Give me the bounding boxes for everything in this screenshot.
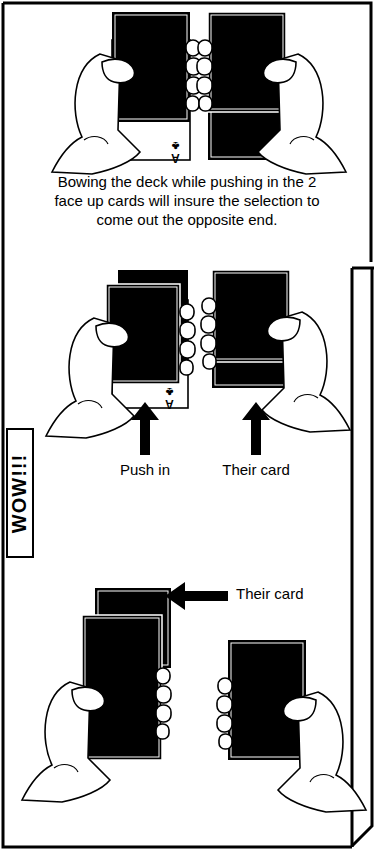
- deck-edge: [215, 273, 287, 359]
- arrow-label: Their card: [206, 460, 306, 479]
- hand: [217, 678, 366, 812]
- deck: [212, 270, 290, 362]
- hand-with-deck: [201, 270, 350, 432]
- box-text: WOW!!!: [9, 453, 32, 532]
- hand-with-deck: [52, 12, 201, 174]
- hand-with-deck: [46, 270, 195, 438]
- hand: [52, 40, 201, 174]
- hand: [22, 668, 171, 802]
- panel-border: [3, 3, 374, 847]
- card-index: A♣: [170, 140, 181, 164]
- deck-edge: [85, 618, 159, 757]
- hand-with-deck: [22, 588, 171, 802]
- arrow-label: Their card: [236, 584, 336, 603]
- note-text: Bowing the deck while pushing in the 2 f…: [48, 172, 326, 229]
- panel-edge: [352, 268, 372, 846]
- arrow-left: [165, 582, 228, 610]
- arrow-up: [242, 402, 270, 455]
- hand-with-deck: [197, 12, 346, 174]
- panel-edge: [351, 268, 354, 847]
- arrow-up: [131, 402, 159, 455]
- panel-edge: [3, 3, 371, 262]
- hand-with-deck: [217, 640, 366, 812]
- hand: [46, 304, 195, 438]
- deck: [82, 615, 162, 760]
- hand: [201, 298, 350, 432]
- arrow-label: Push in: [100, 460, 190, 479]
- card-index: A♣: [164, 386, 175, 410]
- hand: [197, 40, 346, 174]
- label-box: WOW!!!: [6, 428, 34, 558]
